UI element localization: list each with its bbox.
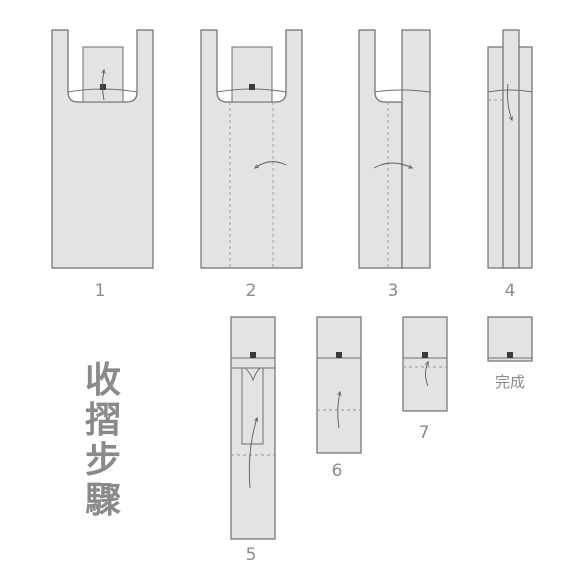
title-char-2: 摺 [85,400,121,441]
step-1-figure [51,29,154,269]
title-char-3: 步 [85,440,121,481]
fold-arrow [373,162,412,168]
step-5-label: 5 [246,545,257,565]
step-7-label: 7 [419,423,430,443]
fold-arrow [103,70,105,101]
step-1-label: 1 [95,281,106,301]
step-4-figure [487,29,533,269]
step-7-figure [402,316,448,412]
bag-shape [51,29,154,269]
title-char-4: 驟 [85,480,121,521]
fold-arrow [338,392,340,429]
step-5-figure [230,316,276,540]
title: 收 摺 步 驟 [85,360,121,521]
step-3-label: 3 [388,281,399,301]
finished-figure [487,316,533,362]
fold-arrow [248,418,257,489]
step-3-figure [358,29,431,269]
step-4-label: 4 [505,281,516,301]
fold-arrow [255,161,287,168]
fold-arrow [426,362,429,387]
step-2-label: 2 [246,281,257,301]
finished-label: 完成 [495,373,525,391]
snap-button [100,84,106,90]
title-char-1: 收 [85,360,121,401]
step-6-figure [316,316,362,454]
step-6-label: 6 [332,461,343,481]
step-2-figure [200,29,303,269]
fold-arrow [507,83,513,120]
